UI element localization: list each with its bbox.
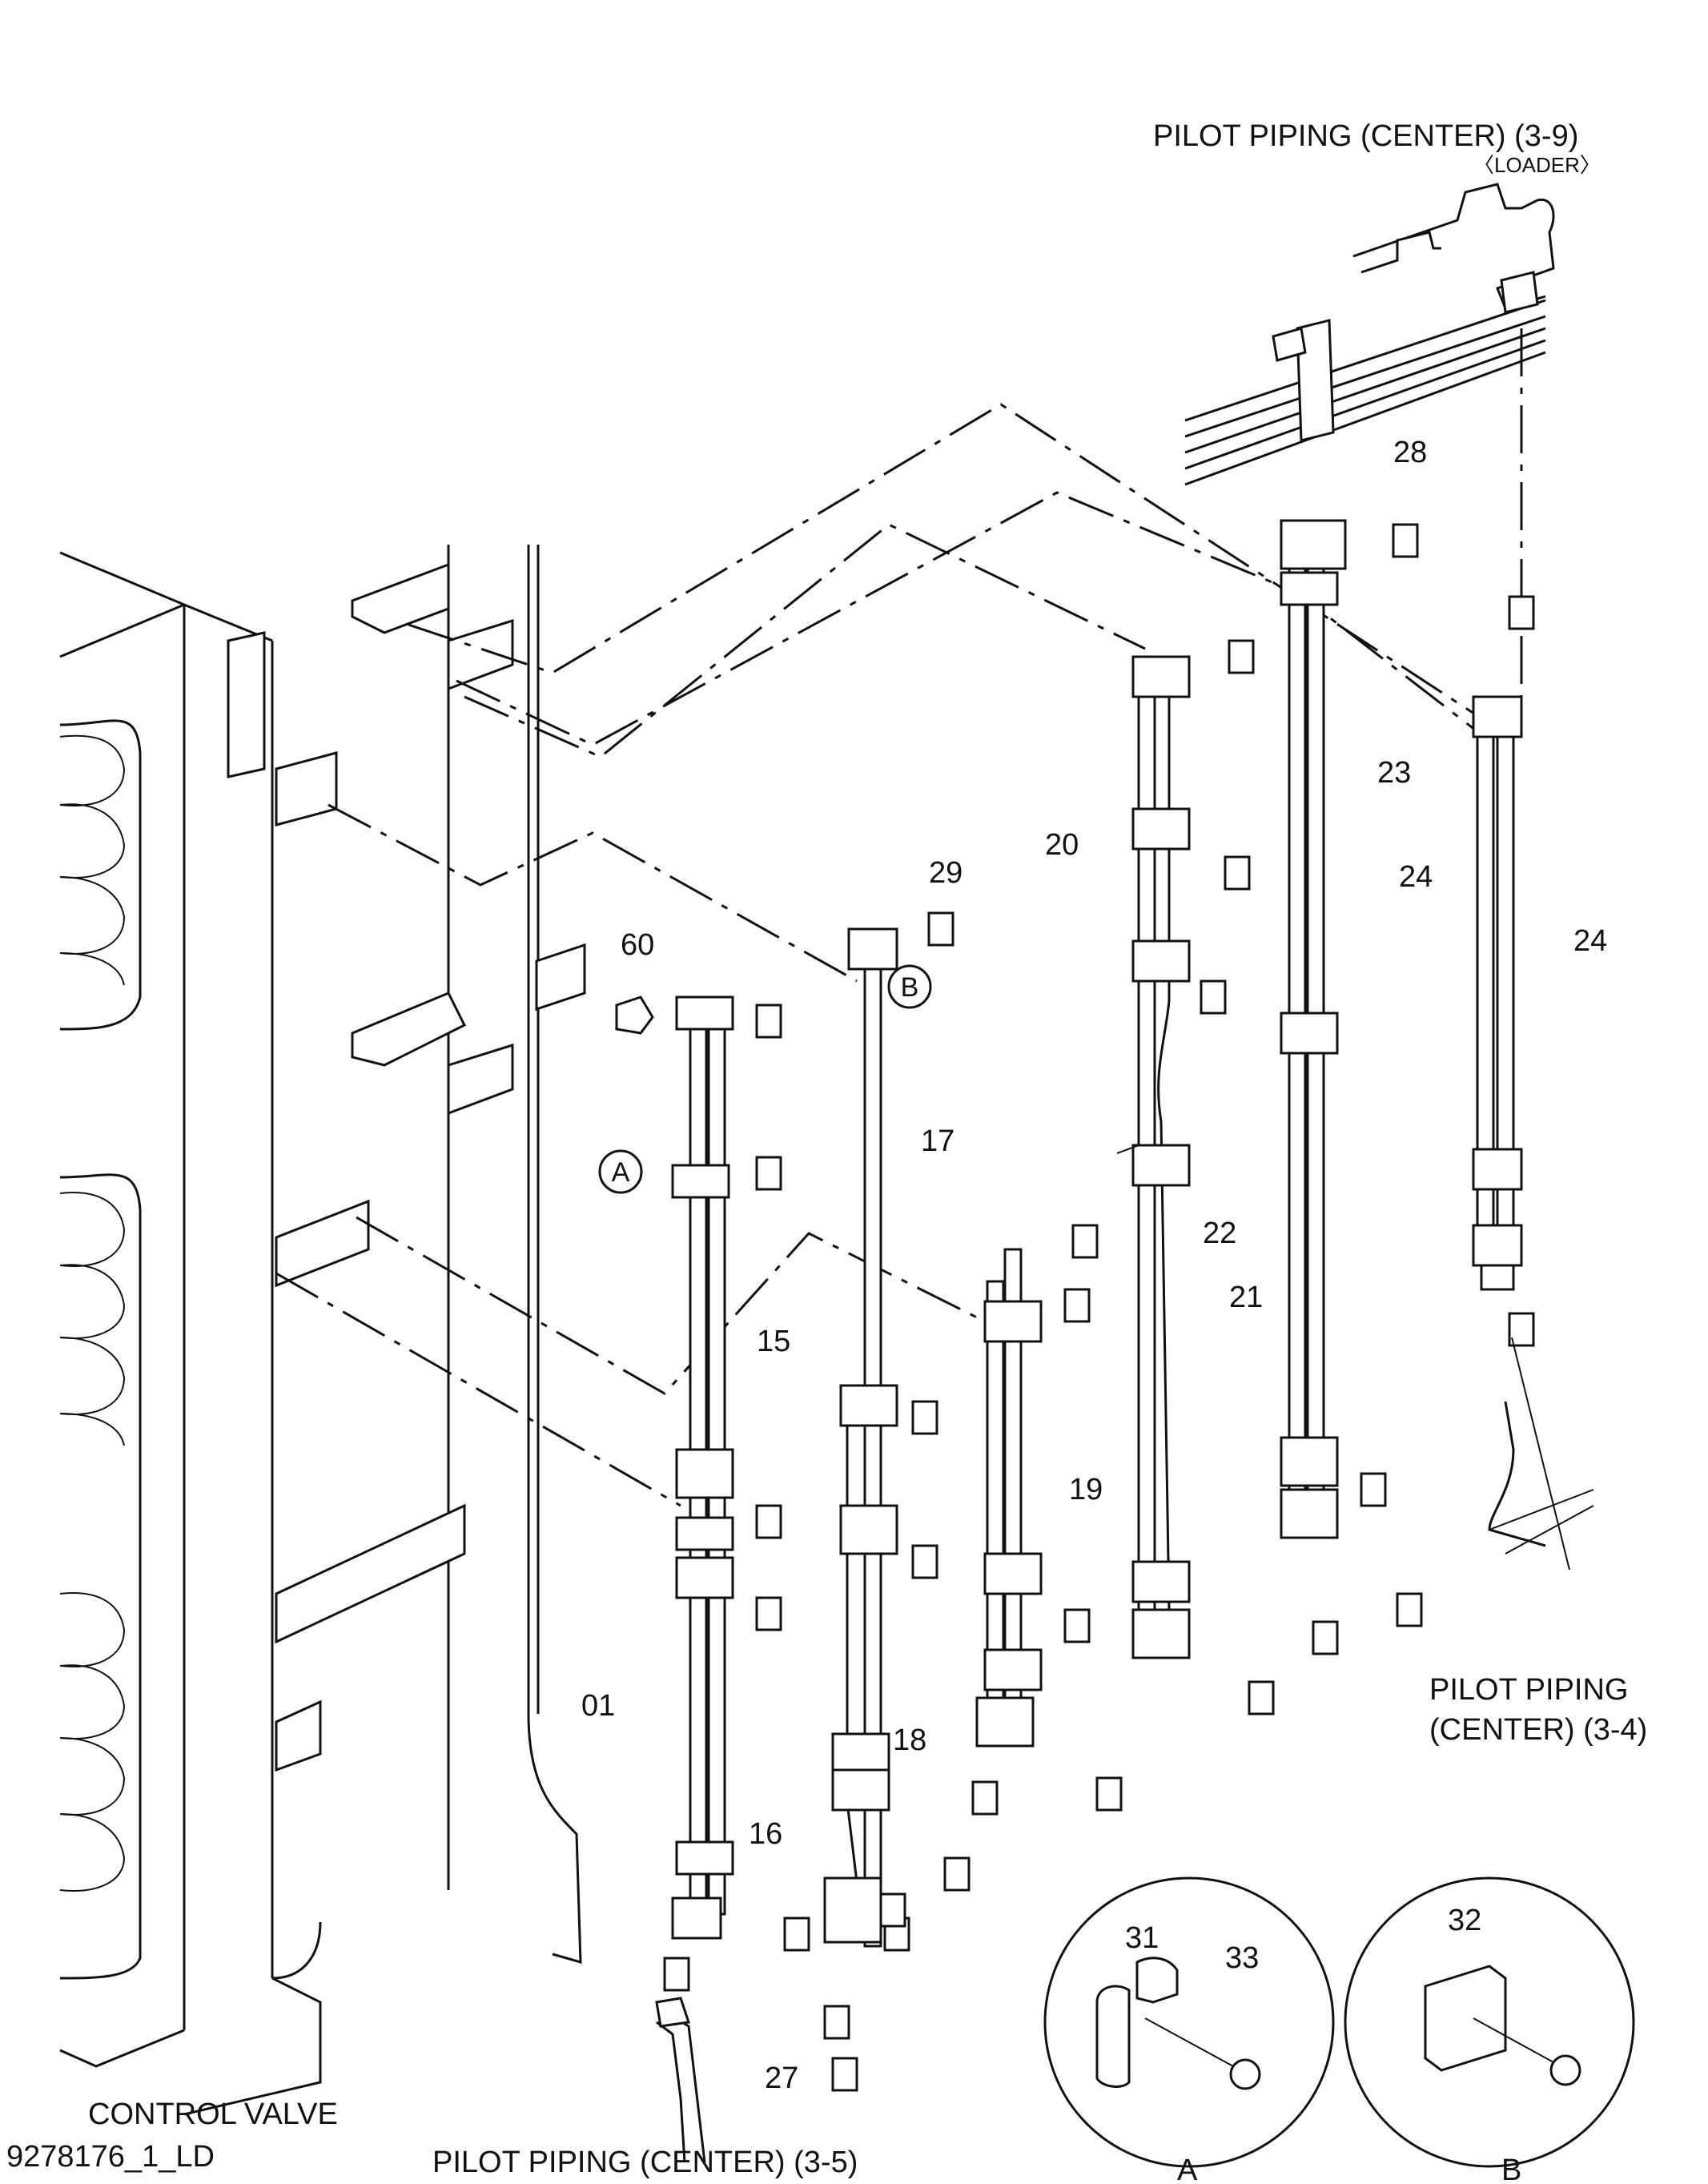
callout-18: 18 bbox=[893, 1723, 926, 1757]
spool-stack-lower bbox=[59, 1173, 142, 1980]
clamp-markers: B A bbox=[598, 964, 932, 1194]
ref-top-right-title: PILOT PIPING (CENTER) (3-9) bbox=[1153, 119, 1578, 153]
callout-20: 20 bbox=[1045, 828, 1079, 862]
callout-labels: 01 15 16 17 18 19 20 21 22 23 24 24 27 2… bbox=[581, 436, 1607, 2095]
pipe-assembly-19-18 bbox=[975, 1248, 1043, 1748]
callout-33: 33 bbox=[1225, 1941, 1259, 1975]
pipe-assembly-20-21 bbox=[1131, 655, 1191, 1659]
callout-01: 01 bbox=[581, 1689, 615, 1723]
pipe-assembly-17-16 bbox=[823, 927, 898, 1948]
callout-23: 23 bbox=[1377, 756, 1411, 790]
ref-right-lower-line2: (CENTER) (3-4) bbox=[1429, 1713, 1647, 1747]
clamp-marker-a: A bbox=[612, 1157, 630, 1188]
callout-24-right: 24 bbox=[1573, 924, 1607, 958]
fittings-adapters bbox=[615, 523, 1535, 2163]
reference-labels: PILOT PIPING (CENTER) (3-9) 〈LOADER〉 PIL… bbox=[6, 119, 1647, 2184]
ref-top-right-sub: 〈LOADER〉 bbox=[1473, 153, 1601, 177]
callout-60: 60 bbox=[621, 928, 654, 962]
ref-bottom-center: PILOT PIPING (CENTER) (3-5) bbox=[432, 2146, 858, 2179]
callout-16: 16 bbox=[749, 1817, 782, 1851]
drawing-id: 9278176_1_LD bbox=[6, 2140, 215, 2174]
callout-17: 17 bbox=[921, 1124, 954, 1158]
callout-21: 21 bbox=[1229, 1281, 1263, 1314]
loader-pipe-bundle bbox=[1184, 183, 1555, 486]
callout-32: 32 bbox=[1448, 1904, 1481, 1937]
mounting-brackets bbox=[227, 562, 586, 1772]
detail-view-b bbox=[1344, 1876, 1635, 2168]
callout-22: 22 bbox=[1203, 1217, 1236, 1250]
spool-stack-upper bbox=[59, 719, 142, 1031]
pipe-assembly-24 bbox=[1472, 695, 1594, 1555]
callout-15: 15 bbox=[757, 1325, 790, 1358]
callout-28: 28 bbox=[1393, 436, 1427, 469]
control-valve-body bbox=[59, 545, 586, 2116]
assembly-center-lines bbox=[275, 328, 1523, 1507]
leader-lines bbox=[1116, 1144, 1570, 1571]
detail-b-label: B bbox=[1501, 2154, 1521, 2184]
callout-24-left: 24 bbox=[1399, 860, 1433, 894]
pipe-assembly-22-23 bbox=[1280, 519, 1347, 1539]
pipe-assembly-15-01 bbox=[671, 995, 734, 1940]
detail-view-a bbox=[1043, 1876, 1335, 2168]
callout-19: 19 bbox=[1069, 1473, 1103, 1506]
clamp-marker-b: B bbox=[901, 972, 919, 1003]
callout-27: 27 bbox=[765, 2061, 798, 2095]
callout-31: 31 bbox=[1125, 1921, 1159, 1955]
callout-29: 29 bbox=[929, 856, 963, 890]
ref-bottom-left: CONTROL VALVE bbox=[88, 2098, 338, 2131]
ref-right-lower-line1: PILOT PIPING bbox=[1429, 1673, 1628, 1707]
detail-a-label: A bbox=[1177, 2154, 1198, 2184]
